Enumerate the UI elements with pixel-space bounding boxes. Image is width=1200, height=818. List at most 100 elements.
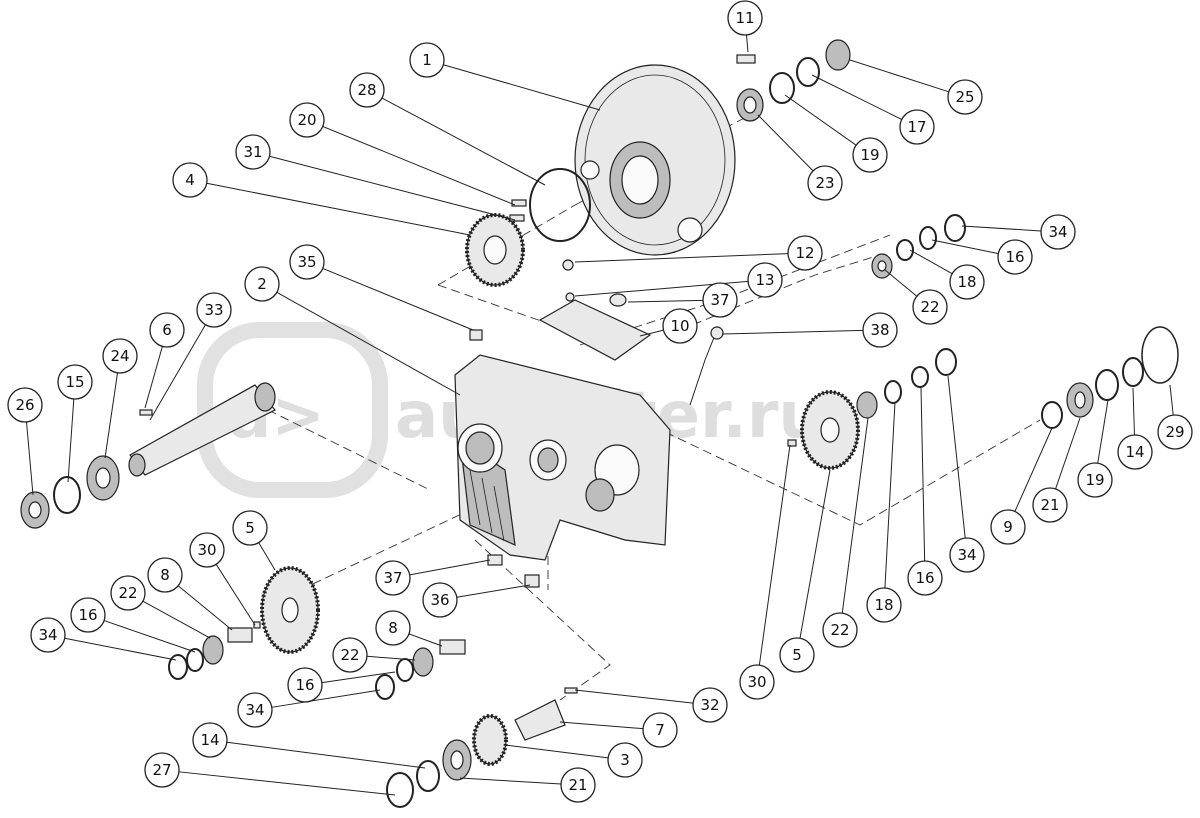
ring-16	[186, 648, 204, 672]
callout-label-17: 17	[907, 118, 926, 136]
callout-label-22: 22	[920, 298, 939, 316]
leader-line-11	[745, 34, 749, 53]
callout-label-8: 8	[160, 566, 170, 584]
callout-label-28: 28	[357, 81, 376, 99]
callout-circle-4	[172, 162, 208, 198]
callout-label-16: 16	[78, 606, 97, 624]
ring-19	[769, 72, 795, 104]
leader-line-19	[784, 94, 857, 146]
callout-circle-34	[1040, 214, 1076, 250]
callout-circle-21	[560, 767, 596, 803]
leader-line-22	[366, 655, 416, 661]
callout-label-16: 16	[915, 569, 934, 587]
leader-line-12	[574, 253, 789, 263]
callout-circle-24	[102, 338, 138, 374]
breather-35	[469, 329, 483, 341]
callout-label-19: 19	[1085, 471, 1104, 489]
callout-circle-9	[990, 509, 1026, 545]
callout-label-34: 34	[957, 546, 976, 564]
callout-label-3: 3	[620, 751, 630, 769]
callout-label-34: 34	[245, 701, 264, 719]
callout-label-25: 25	[955, 88, 974, 106]
callout-label-21: 21	[1040, 496, 1059, 514]
callout-circle-16	[70, 597, 106, 633]
callout-circle-37	[702, 282, 738, 318]
lower-middle-stack	[375, 639, 466, 700]
callout-circle-11	[727, 0, 763, 36]
bearing-22-c	[856, 391, 878, 419]
callout-circle-6	[149, 312, 185, 348]
callout-circle-15	[57, 364, 93, 400]
leader-line-5	[799, 469, 831, 639]
bearing-22-b	[412, 647, 434, 677]
screw-12	[562, 259, 574, 271]
callout-label-9: 9	[1003, 518, 1013, 536]
output-shaft-stack	[386, 687, 578, 808]
cap-29	[1141, 326, 1179, 384]
callout-label-22: 22	[340, 646, 359, 664]
seal-stack-top-right	[736, 39, 851, 122]
leader-line-2	[276, 291, 461, 396]
callout-label-5: 5	[792, 646, 802, 664]
callout-circle-31	[235, 134, 271, 170]
leader-line-16	[931, 239, 999, 255]
callout-circle-30	[739, 664, 775, 700]
leader-line-14	[226, 741, 426, 769]
leader-line-25	[849, 59, 949, 93]
leader-line-26	[26, 421, 34, 496]
callout-circle-36	[422, 582, 458, 618]
callout-circle-18	[866, 587, 902, 623]
callout-label-35: 35	[297, 253, 316, 271]
sleeve-8-b	[439, 639, 466, 655]
bolt-11	[736, 54, 756, 64]
callout-label-11: 11	[735, 9, 754, 27]
leader-line-16	[920, 387, 926, 562]
callout-label-5: 5	[245, 519, 255, 537]
callout-label-29: 29	[1165, 423, 1184, 441]
callout-circle-7	[642, 712, 678, 748]
callout-label-37: 37	[710, 291, 729, 309]
callout-label-33: 33	[204, 301, 223, 319]
washer-13	[565, 292, 575, 302]
callout-circle-19	[1077, 462, 1113, 498]
callout-circle-22	[332, 637, 368, 673]
drain-plug-36	[524, 574, 540, 588]
leader-line-36	[456, 584, 531, 598]
callout-label-19: 19	[860, 146, 879, 164]
leader-line-1	[443, 64, 601, 111]
key-30	[253, 621, 261, 629]
callout-circle-20	[289, 102, 325, 138]
callout-label-7: 7	[655, 721, 665, 739]
callout-label-34: 34	[38, 626, 57, 644]
leader-line-34	[961, 225, 1042, 232]
leader-line-31	[269, 155, 516, 221]
callout-circle-33	[196, 292, 232, 328]
callout-circle-14	[1117, 434, 1153, 470]
leader-line-34	[947, 375, 966, 539]
circlip-17	[796, 57, 820, 87]
ring-19-b	[1095, 369, 1119, 401]
callout-label-18: 18	[874, 596, 893, 614]
leader-line-30	[215, 564, 256, 626]
callout-label-2: 2	[257, 275, 267, 293]
callout-circle-1	[409, 42, 445, 78]
callout-circle-2	[244, 266, 280, 302]
leader-line-4	[206, 182, 471, 236]
leader-line-7	[559, 721, 644, 730]
leader-line-16	[103, 620, 196, 653]
callout-circle-12	[787, 235, 823, 271]
circlip-14	[416, 760, 440, 792]
callout-label-4: 4	[185, 171, 195, 189]
leader-line-34	[64, 637, 177, 661]
callout-circle-35	[289, 244, 325, 280]
callout-circle-34	[237, 692, 273, 728]
circlip-15	[53, 476, 81, 514]
callout-label-16: 16	[295, 676, 314, 694]
callout-label-34: 34	[1048, 223, 1067, 241]
seal-25	[825, 39, 851, 71]
ring-18-b	[884, 380, 902, 404]
callout-circle-14	[192, 722, 228, 758]
callout-label-14: 14	[200, 731, 219, 749]
callout-circle-22	[912, 289, 948, 325]
leader-line-23	[757, 114, 814, 172]
